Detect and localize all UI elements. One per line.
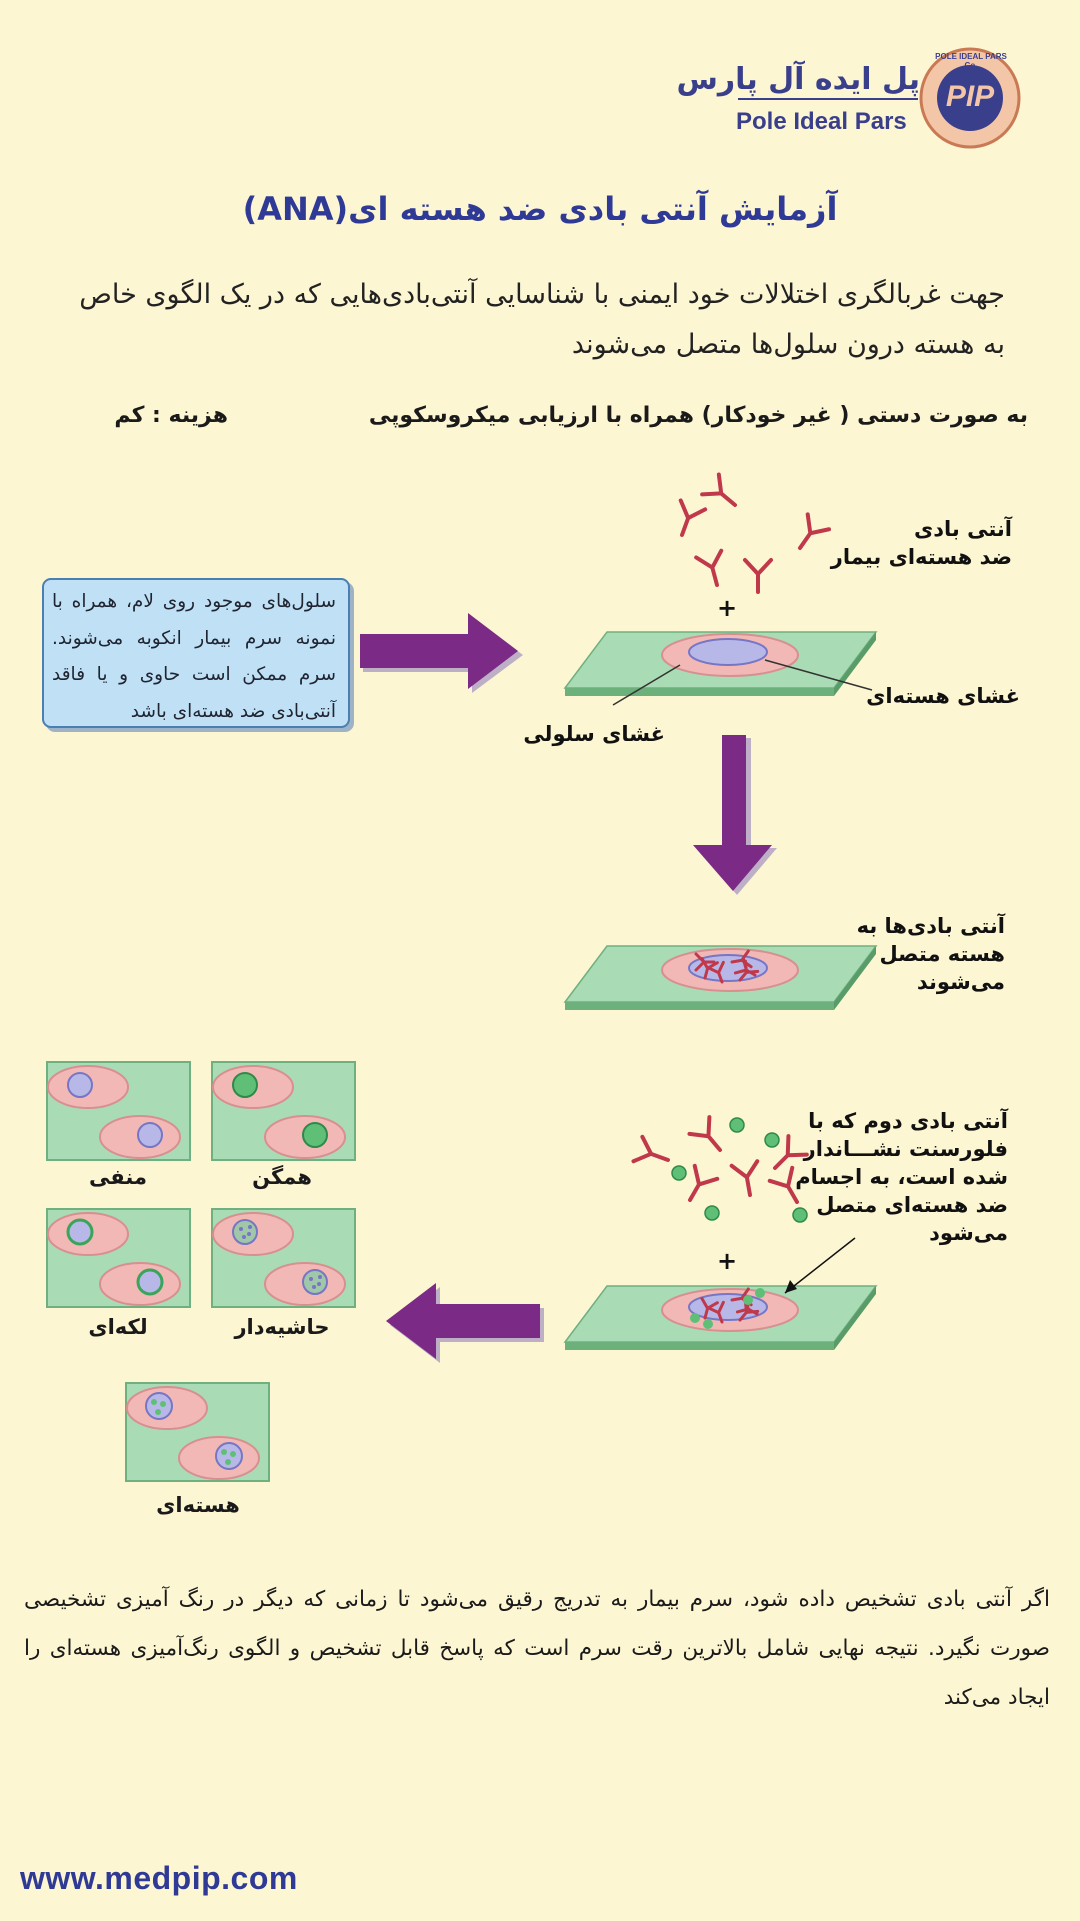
label-line: شده است، به اجسام	[795, 1165, 1008, 1189]
intro-text: جهت غربالگری اختلالات خود ایمنی با شناسا…	[79, 279, 1005, 360]
info-box: سلول‌های موجود روی لام، همراه با نمونه س…	[42, 578, 350, 728]
label-nuclear-membrane: غشای هسته‌ای	[866, 684, 1020, 708]
footnote-text: اگر آنتی بادی تشخیص داده شود، سرم بیمار …	[24, 1587, 1050, 1710]
label-line: آنتی بادی	[913, 517, 1012, 541]
plus-sign-2: +	[717, 1247, 738, 1275]
label-line: آنتی بادی دوم که با	[808, 1109, 1008, 1133]
brand-name-en: Pole Ideal Pars	[736, 108, 907, 135]
label-line: می‌شود	[929, 1221, 1008, 1245]
website-link[interactable]: www.medpip.com	[20, 1860, 298, 1896]
label-patient-antibody: آنتی بادی ضد هسته‌ای بیمار	[831, 515, 1012, 571]
label-line: آنتی بادی‌ها به	[856, 914, 1005, 938]
label-line: هسته متصل	[879, 942, 1005, 966]
seal-ring-text: POLE IDEAL PARS Co.	[935, 52, 1007, 70]
slide-2	[563, 945, 878, 1010]
pattern-speckled	[46, 1208, 191, 1308]
pattern-label-peripheral: حاشیه‌دار	[234, 1315, 330, 1339]
brand-divider	[738, 98, 918, 100]
arrow-right	[360, 613, 523, 693]
seal-logo	[919, 47, 1021, 149]
label-secondary: آنتی بادی دوم که با فلورسنت نشـــاندار ش…	[795, 1107, 1008, 1247]
label-bound: آنتی بادی‌ها به هسته متصل می‌شوند	[857, 912, 1005, 996]
slide-3	[563, 1237, 878, 1350]
plus-sign-1: +	[717, 594, 738, 622]
brand-name-fa: پل ایده آل پارس	[676, 62, 920, 97]
pattern-homogeneous	[211, 1061, 356, 1161]
pattern-label-homogeneous: همگن	[252, 1165, 312, 1189]
cost-text: هزینه : کم	[114, 403, 228, 428]
label-cell-membrane: غشای سلولی	[523, 722, 665, 746]
label-line: فلورسنت نشـــاندار	[803, 1137, 1008, 1161]
arrow-left	[386, 1283, 544, 1363]
arrow-down	[693, 735, 777, 895]
secondary-antibodies	[631, 1115, 811, 1223]
pattern-label-speckled: لکه‌ای	[88, 1315, 148, 1339]
patient-antibodies	[667, 472, 832, 594]
page-title: آزمایش آنتی بادی ضد هسته ای(ANA)	[242, 190, 838, 228]
pattern-label-nucleolar: هسته‌ای	[156, 1493, 240, 1517]
pattern-nucleolar	[125, 1382, 270, 1482]
pattern-negative	[46, 1061, 191, 1161]
label-line: ضد هسته‌ای متصل	[816, 1193, 1008, 1217]
label-line: می‌شوند	[916, 970, 1005, 994]
pattern-label-negative: منفی	[89, 1165, 147, 1189]
label-line: ضد هسته‌ای بیمار	[830, 545, 1012, 569]
method-text: به صورت دستی ( غیر خودکار) همراه با ارزی…	[368, 403, 1028, 428]
slide-1	[563, 631, 878, 706]
pattern-peripheral	[211, 1208, 356, 1308]
seal-monogram: PIP	[945, 80, 995, 113]
